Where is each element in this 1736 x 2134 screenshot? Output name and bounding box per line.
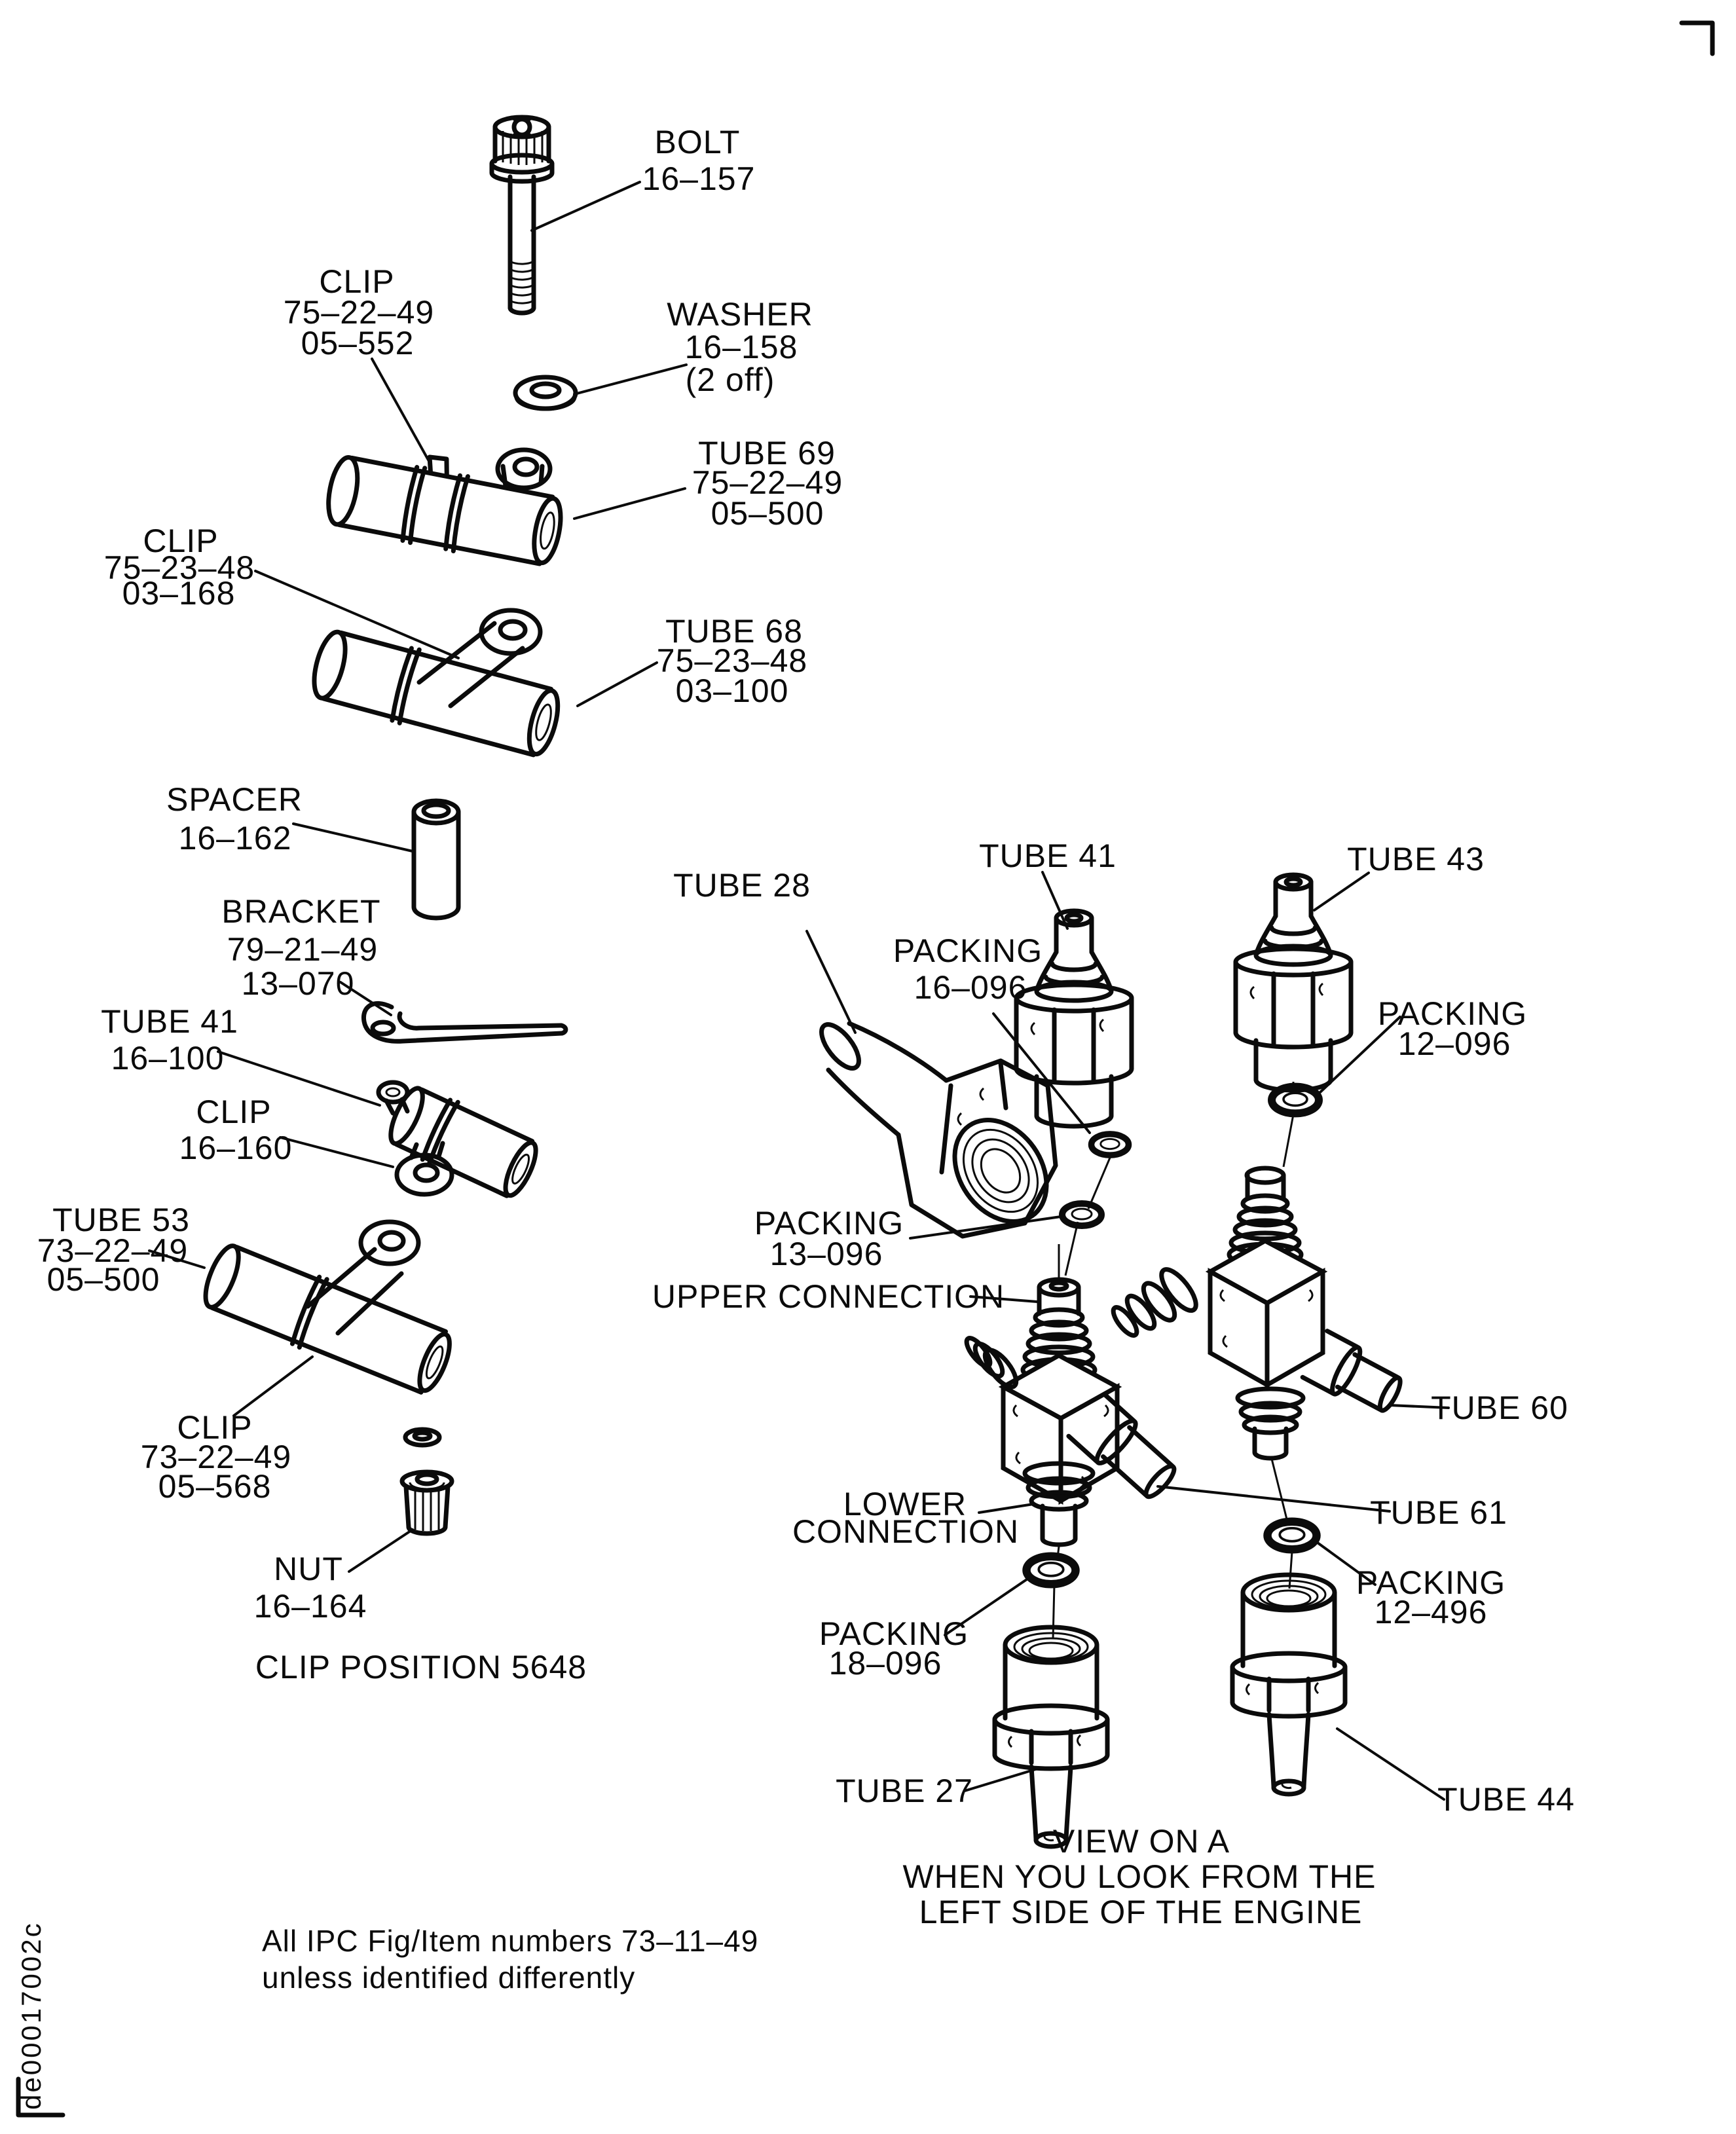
label-lower-connection-1: LOWER — [843, 1486, 967, 1522]
packing-16-096-ring — [1092, 1134, 1129, 1155]
tube69-clip-drawing — [326, 447, 563, 566]
label-clip-top-item: 05–552 — [301, 325, 415, 361]
label-tube41-left: TUBE 41 — [101, 1003, 238, 1040]
label-bracket-fig: 79–21–49 — [227, 931, 378, 968]
label-washer-number: 16–158 — [685, 329, 798, 365]
view-note-line3: LEFT SIDE OF THE ENGINE — [919, 1894, 1363, 1930]
label-spacer: SPACER — [166, 781, 303, 818]
packing-12-496-ring — [1268, 1522, 1317, 1550]
label-tube68-item: 03–100 — [676, 672, 789, 709]
label-upper-connection: UPPER CONNECTION — [652, 1278, 1005, 1315]
label-washer-qty: (2 off) — [686, 361, 775, 398]
label-packing-12-496-number: 12–496 — [1375, 1594, 1488, 1630]
label-clip-16-160-number: 16–160 — [179, 1130, 293, 1166]
right-manifold-drawing — [1111, 1082, 1403, 1589]
label-clip-16-160: CLIP — [196, 1094, 271, 1130]
label-clip-position: CLIP POSITION 5648 — [255, 1649, 587, 1685]
tube68-clip-drawing — [312, 608, 561, 758]
footer-note-line2: unless identified differently — [262, 1960, 635, 1995]
label-packing-13-096-number: 13–096 — [770, 1236, 883, 1272]
label-clip-75-23-48-item: 03–168 — [122, 575, 236, 612]
nut-drawing — [399, 1469, 454, 1536]
label-bracket: BRACKET — [221, 893, 380, 930]
label-bracket-item: 13–070 — [242, 965, 355, 1002]
label-tube43: TUBE 43 — [1347, 841, 1485, 877]
tube44-sleeve-drawing — [1232, 1575, 1345, 1794]
tube43-fitting-drawing — [1236, 875, 1351, 1090]
label-nut: NUT — [274, 1551, 343, 1587]
tube27-sleeve-drawing — [995, 1627, 1107, 1847]
packing-13-096-ring — [1062, 1204, 1101, 1226]
label-clip-73-22-49-fig: 73–22–49 — [141, 1439, 291, 1475]
label-clip-75-23-48-fig: 75–23–48 — [104, 549, 255, 586]
label-packing-12-096-number: 12–096 — [1398, 1025, 1511, 1062]
label-bolt: BOLT — [655, 124, 741, 160]
label-clip-top-fig: 75–22–49 — [284, 294, 434, 331]
bracket-drawing — [361, 1001, 568, 1044]
label-tube68-fig: 75–23–48 — [657, 642, 807, 679]
label-tube27: TUBE 27 — [836, 1773, 973, 1809]
tube41-clip-drawing — [376, 1080, 538, 1198]
view-note-line2: WHEN YOU LOOK FROM THE — [902, 1858, 1376, 1895]
label-clip-73-22-49: CLIP — [177, 1409, 252, 1446]
label-packing-12-096: PACKING — [1378, 995, 1527, 1032]
label-tube61: TUBE 61 — [1370, 1494, 1507, 1531]
corner-mark-bottom-left — [16, 2076, 65, 2118]
label-spacer-number: 16–162 — [179, 820, 292, 856]
label-packing-12-496: PACKING — [1356, 1564, 1505, 1601]
document-code: de00017002c — [16, 1921, 46, 2110]
left-manifold-drawing — [964, 1244, 1177, 1640]
label-lower-connection-2: CONNECTION — [792, 1513, 1019, 1550]
label-packing-18-096-number: 18–096 — [829, 1645, 942, 1682]
label-tube68: TUBE 68 — [665, 613, 803, 650]
label-tube53: TUBE 53 — [52, 1202, 190, 1238]
tube28-drawing — [819, 1021, 1058, 1239]
clip-ring-drawing — [403, 1427, 442, 1448]
label-tube44: TUBE 44 — [1437, 1781, 1575, 1818]
label-tube60: TUBE 60 — [1431, 1389, 1568, 1426]
label-tube53-item: 05–500 — [47, 1261, 160, 1298]
label-tube28: TUBE 28 — [673, 867, 811, 904]
label-packing-18-096: PACKING — [819, 1615, 969, 1652]
spacer-drawing — [411, 798, 461, 921]
bolt-drawing — [489, 115, 555, 316]
view-note-line1: VIEW ON A — [1053, 1823, 1230, 1860]
label-nut-number: 16–164 — [254, 1588, 367, 1625]
assembly-centerline — [1064, 1157, 1111, 1276]
leader-lines — [148, 181, 1450, 1801]
washer-drawing — [513, 375, 578, 411]
label-tube69: TUBE 69 — [698, 435, 836, 471]
label-washer: WASHER — [667, 296, 813, 333]
label-tube69-fig: 75–22–49 — [692, 464, 843, 501]
footer-note-line1: All IPC Fig/Item numbers 73–11–49 — [262, 1924, 758, 1958]
label-packing-16-096-number: 16–096 — [914, 969, 1027, 1006]
label-clip-73-22-49-item: 05–568 — [158, 1468, 272, 1505]
label-tube41-right: TUBE 41 — [979, 837, 1117, 874]
label-clip-top: CLIP — [319, 263, 394, 300]
label-packing-16-096: PACKING — [893, 932, 1043, 969]
packing-18-096-ring — [1027, 1556, 1076, 1585]
label-clip-75-23-48: CLIP — [143, 523, 218, 559]
label-tube53-fig: 73–22–49 — [37, 1232, 188, 1269]
label-tube69-item: 05–500 — [711, 495, 824, 532]
label-bolt-number: 16–157 — [642, 160, 756, 197]
label-packing-13-096: PACKING — [754, 1205, 904, 1242]
corner-mark-top-right — [1679, 20, 1715, 56]
tube53-clip-drawing — [203, 1219, 452, 1395]
label-tube41-left-number: 16–100 — [111, 1040, 225, 1076]
